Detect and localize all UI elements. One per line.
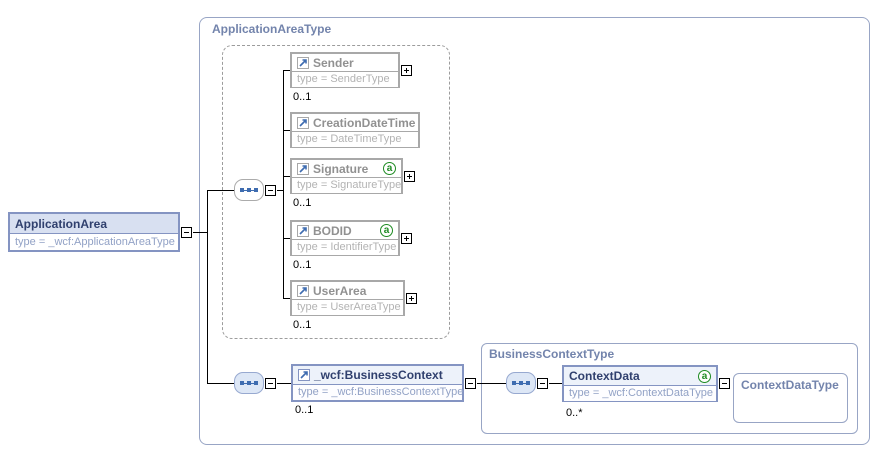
connector-line bbox=[283, 130, 290, 131]
connector-line bbox=[283, 238, 290, 239]
element-ref-icon bbox=[298, 369, 310, 381]
connector-line bbox=[207, 190, 234, 191]
cardinality-label: 0..1 bbox=[293, 197, 312, 209]
element-type: type = SignatureType bbox=[292, 178, 401, 193]
collapse-button-sequence[interactable] bbox=[265, 378, 276, 389]
collapse-button-context-data[interactable] bbox=[719, 378, 730, 389]
element-name: ApplicationArea bbox=[15, 216, 108, 231]
connector-line bbox=[207, 190, 208, 384]
element-sender[interactable]: Sender type = SenderType bbox=[290, 52, 400, 88]
context-data-type-label: ContextDataType bbox=[741, 378, 839, 392]
connector-line bbox=[277, 383, 291, 384]
cardinality-label: 0..* bbox=[566, 407, 583, 419]
connector-line bbox=[283, 298, 290, 299]
element-name: _wcf:BusinessContext bbox=[314, 368, 443, 382]
element-name: BODID bbox=[313, 223, 352, 238]
expand-button-bodid[interactable] bbox=[401, 233, 412, 244]
cardinality-label: 0..1 bbox=[293, 259, 312, 271]
cardinality-label: 0..1 bbox=[295, 404, 314, 416]
element-name: Sender bbox=[313, 55, 354, 70]
attributes-indicator-icon: a bbox=[380, 224, 393, 237]
element-type: type = _wcf:ApplicationAreaType bbox=[10, 234, 178, 250]
element-type: type = IdentifierType bbox=[292, 240, 398, 255]
collapse-button-sequence[interactable] bbox=[537, 378, 548, 389]
element-context-data[interactable]: ContextData a type = _wcf:ContextDataTyp… bbox=[562, 365, 718, 402]
sequence-icon[interactable] bbox=[506, 372, 536, 394]
element-ref-icon bbox=[297, 116, 309, 129]
business-context-type-label: BusinessContextType bbox=[489, 347, 615, 361]
expand-button-signature[interactable] bbox=[404, 171, 415, 182]
element-ref-icon bbox=[297, 224, 309, 237]
collapse-button-sequence[interactable] bbox=[265, 185, 276, 196]
element-ref-icon bbox=[297, 284, 309, 297]
element-ref-icon bbox=[297, 56, 309, 69]
connector-line bbox=[477, 383, 506, 384]
connector-line bbox=[549, 383, 562, 384]
sequence-icon[interactable] bbox=[234, 372, 264, 394]
application-area-type-label: ApplicationAreaType bbox=[212, 22, 332, 36]
cardinality-label: 0..1 bbox=[293, 319, 312, 331]
element-ref-icon bbox=[297, 162, 309, 175]
element-name: ContextData bbox=[569, 369, 640, 383]
collapse-button-business-context[interactable] bbox=[465, 378, 476, 389]
attributes-indicator-icon: a bbox=[383, 162, 396, 175]
element-type: type = SenderType bbox=[292, 72, 398, 87]
element-signature[interactable]: Signature a type = SignatureType bbox=[290, 158, 403, 194]
element-name: UserArea bbox=[313, 283, 367, 298]
element-application-area[interactable]: ApplicationArea type = _wcf:ApplicationA… bbox=[8, 212, 180, 252]
element-bodid[interactable]: BODID a type = IdentifierType bbox=[290, 220, 400, 256]
element-business-context[interactable]: _wcf:BusinessContext type = _wcf:Busines… bbox=[291, 364, 464, 402]
optional-group-box bbox=[222, 45, 450, 339]
element-type: type = DateTimeType bbox=[292, 132, 418, 147]
element-type: type = _wcf:ContextDataType bbox=[564, 386, 716, 401]
connector-line bbox=[207, 383, 234, 384]
attributes-indicator-icon: a bbox=[698, 369, 711, 383]
element-creation-date-time[interactable]: CreationDateTime type = DateTimeType bbox=[290, 112, 420, 148]
element-user-area[interactable]: UserArea type = UserAreaType bbox=[290, 280, 405, 316]
sequence-icon[interactable] bbox=[234, 179, 264, 201]
connector-line bbox=[283, 70, 284, 299]
connector-line bbox=[283, 70, 290, 71]
element-type: type = UserAreaType bbox=[292, 300, 403, 315]
connector-line bbox=[283, 176, 290, 177]
collapse-button-application-area[interactable] bbox=[181, 227, 192, 238]
element-name: Signature bbox=[313, 161, 369, 176]
element-name: CreationDateTime bbox=[313, 115, 416, 130]
connector-line bbox=[193, 232, 207, 233]
expand-button-sender[interactable] bbox=[401, 65, 412, 76]
context-data-type-box: ContextDataType bbox=[733, 373, 848, 423]
element-type: type = _wcf:BusinessContextType bbox=[293, 385, 463, 400]
connector-line bbox=[277, 190, 283, 191]
cardinality-label: 0..1 bbox=[293, 91, 312, 103]
expand-button-user-area[interactable] bbox=[406, 293, 417, 304]
